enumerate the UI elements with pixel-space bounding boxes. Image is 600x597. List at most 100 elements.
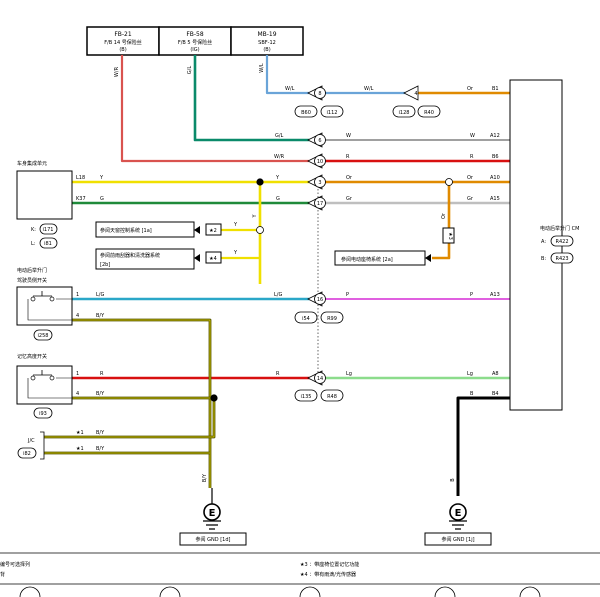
svg-text:Y: Y xyxy=(252,214,258,219)
svg-text:W/R: W/R xyxy=(274,154,285,160)
wire-by-jc1-inner xyxy=(44,398,215,438)
svg-text:W: W xyxy=(346,133,351,139)
inline-connector-8: 8 4 xyxy=(307,85,419,101)
svg-text:参阅电动座椅系统 [2a]: 参阅电动座椅系统 [2a] xyxy=(341,256,393,263)
svg-text:4: 4 xyxy=(414,91,417,97)
svg-text:R: R xyxy=(346,154,350,160)
svg-text:B6: B6 xyxy=(492,154,499,160)
svg-text:i93: i93 xyxy=(39,411,47,417)
svg-text:P: P xyxy=(470,292,473,298)
connector-id-oval xyxy=(320,389,344,402)
wire-labels: W/R G/L W/L W/L W/L Or G/L W W W/R R R Y… xyxy=(96,63,475,482)
svg-text:1: 1 xyxy=(76,292,79,298)
svg-text:R48: R48 xyxy=(327,394,337,400)
wire-by-is xyxy=(72,318,212,488)
svg-text:B/Y: B/Y xyxy=(96,391,105,397)
svg-text:Y: Y xyxy=(275,175,280,181)
svg-text:B: B xyxy=(450,478,456,482)
svg-text:R422: R422 xyxy=(555,239,568,245)
svg-text:E: E xyxy=(455,508,462,519)
connector-ovals: B60 i112 i128 R40 i54 R99 i135 R48 xyxy=(294,105,441,402)
svg-text:8: 8 xyxy=(318,91,321,97)
svg-text:A:: A: xyxy=(541,239,546,245)
svg-text:Lg: Lg xyxy=(346,371,352,377)
connector-id-oval xyxy=(320,105,344,118)
svg-text:L18: L18 xyxy=(76,175,85,181)
fuse-desc: SBF-12 xyxy=(258,40,276,46)
footer-notes: 编号可选择列 背 ★3 ：带座椅位置记忆功能 ★4 ：带有雨滴/光传感器 xyxy=(0,552,600,597)
fuse-desc: F/B 14 号保险丝 xyxy=(104,39,142,46)
svg-text:i112: i112 xyxy=(327,110,338,116)
svg-text:电动后举升门: 电动后举升门 xyxy=(17,267,47,274)
joint-connector: J/C i82 ★1 ★1 xyxy=(17,430,84,460)
svg-text:A13: A13 xyxy=(490,292,500,298)
svg-text:★3: ★3 xyxy=(447,232,453,240)
svg-text:车身集成单元: 车身集成单元 xyxy=(17,160,47,167)
svg-text:Gr: Gr xyxy=(467,196,474,202)
wire-gl xyxy=(193,55,320,142)
splice-dot xyxy=(210,394,218,402)
svg-text:W/R: W/R xyxy=(114,66,120,77)
svg-text:i135: i135 xyxy=(301,394,312,400)
connector-id-oval xyxy=(294,311,318,324)
svg-text:参阅前雨刮器和清洗器系统: 参阅前雨刮器和清洗器系统 xyxy=(100,252,160,259)
svg-text:Or: Or xyxy=(467,86,474,92)
svg-text:G: G xyxy=(276,196,280,202)
svg-text:Or: Or xyxy=(346,175,353,181)
svg-text:驾驶员侧开关: 驾驶员侧开关 xyxy=(17,277,47,284)
svg-text:4: 4 xyxy=(76,313,79,319)
svg-text:J/C: J/C xyxy=(27,438,35,444)
inline-connectors: 8 4 6 10 3 17 16 14 xyxy=(307,85,419,386)
fuse-type: (IG) xyxy=(190,47,199,53)
svg-text:R40: R40 xyxy=(424,110,434,116)
fuse-desc: F/B 5 号保险丝 xyxy=(178,39,212,46)
svg-text:L:: L: xyxy=(31,241,36,247)
svg-text:W/L: W/L xyxy=(364,86,374,92)
svg-text:R: R xyxy=(470,154,474,160)
svg-text:Y: Y xyxy=(233,250,238,256)
inline-connector-16: 16 xyxy=(307,291,326,307)
svg-text:K:: K: xyxy=(31,227,36,233)
svg-text:10: 10 xyxy=(317,159,323,165)
svg-text:Lg: Lg xyxy=(467,371,473,377)
splice-points xyxy=(210,178,453,402)
svg-text:背: 背 xyxy=(0,571,5,578)
svg-text:3: 3 xyxy=(318,180,321,186)
svg-text:记忆高度开关: 记忆高度开关 xyxy=(17,353,47,360)
ground-icon xyxy=(449,503,467,521)
wire-wr xyxy=(120,55,320,163)
svg-text:R99: R99 xyxy=(327,316,337,322)
fuse-type: (B) xyxy=(119,47,126,53)
svg-text:G: G xyxy=(100,196,104,202)
fuse-type: (B) xyxy=(263,47,270,53)
inline-connector-3: 3 xyxy=(307,174,326,190)
svg-text:i171: i171 xyxy=(43,227,54,233)
svg-text:R: R xyxy=(276,371,280,377)
svg-text:i258: i258 xyxy=(38,333,49,339)
svg-text:A10: A10 xyxy=(490,175,500,181)
svg-text:A15: A15 xyxy=(490,196,500,202)
inline-connector-14: 14 xyxy=(307,370,326,386)
wire-or-branch xyxy=(432,182,451,260)
fuse-name: MB-19 xyxy=(257,31,276,38)
svg-text:Y: Y xyxy=(99,175,104,181)
splice-open xyxy=(256,226,264,234)
inline-connector-6: 6 xyxy=(307,132,326,148)
svg-text:参阅 GND [1j]: 参阅 GND [1j] xyxy=(441,536,474,543)
connector-id-oval xyxy=(417,105,441,118)
svg-text:4: 4 xyxy=(76,391,79,397)
svg-text:14: 14 xyxy=(317,376,323,382)
svg-text:G/L: G/L xyxy=(187,66,193,75)
ground-symbols: E 参阅 GND [1d] E 参阅 GND [1j] xyxy=(179,488,492,546)
reference-boxes: 参阅天窗控制系统 [1a] ★2 参阅前雨刮器和清洗器系统 [2b] ★4 参阅… xyxy=(95,221,455,270)
svg-text:W/L: W/L xyxy=(259,63,265,73)
svg-text:参阅天窗控制系统 [1a]: 参阅天窗控制系统 [1a] xyxy=(100,227,152,234)
svg-text:编号可选择列: 编号可选择列 xyxy=(0,561,30,568)
splice-dot xyxy=(256,178,264,186)
svg-text:Or: Or xyxy=(441,212,447,219)
svg-text:★4 ：带有雨滴/光传感器: ★4 ：带有雨滴/光传感器 xyxy=(300,571,356,578)
svg-text:17: 17 xyxy=(317,201,323,207)
wire-wl xyxy=(265,55,320,95)
body-integrated-unit: 车身集成单元 L18 K37 K: i171 L: i81 xyxy=(16,160,86,249)
